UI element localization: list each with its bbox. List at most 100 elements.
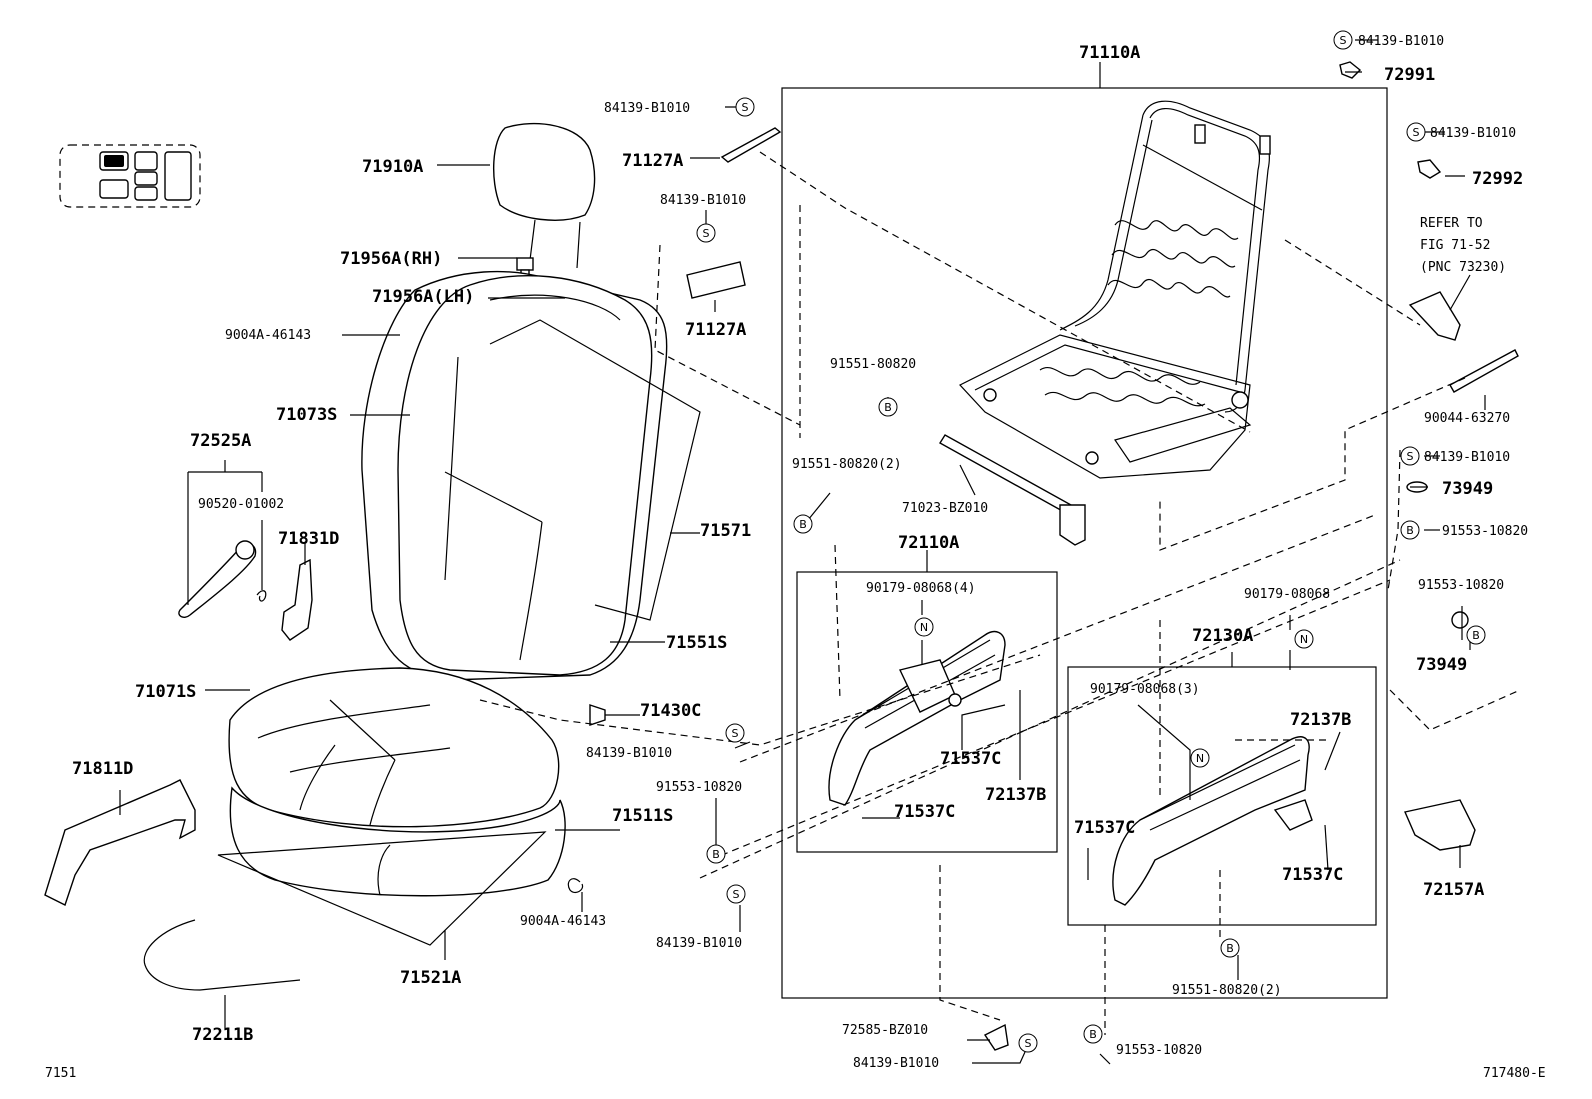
svg-text:B: B <box>1472 629 1480 642</box>
part-label-71537c: 71537C <box>1074 818 1135 838</box>
part-label-73949: 73949 <box>1416 655 1467 675</box>
part-label-84139-b1010: 84139-B1010 <box>660 193 746 208</box>
part-label-72110a: 72110A <box>898 533 959 553</box>
symbol-s-marker: S <box>696 223 716 243</box>
svg-text:B: B <box>884 401 892 414</box>
part-label-84139-b1010: 84139-B1010 <box>604 101 690 116</box>
svg-text:S: S <box>703 227 710 240</box>
part-label-91553-10820: 91553-10820 <box>1442 524 1528 539</box>
part-label-71511s: 71511S <box>612 806 673 826</box>
part-label-71110a: 71110A <box>1079 43 1140 63</box>
seat-shield-illustration <box>44 779 196 906</box>
dashed-guides <box>479 151 1521 1035</box>
svg-text:S: S <box>1413 126 1420 139</box>
part-label-71956a-rh: 71956A(RH) <box>340 249 442 269</box>
svg-text:B: B <box>1226 942 1234 955</box>
part-label-84139-b1010: 84139-B1010 <box>1430 126 1516 141</box>
part-label-71551s: 71551S <box>666 633 727 653</box>
cover-71127a-lower-illustration <box>686 261 746 299</box>
part-label-71127a: 71127A <box>622 151 683 171</box>
svg-text:B: B <box>799 518 807 531</box>
part-labels: 71110A 84139-B1010 72991 84139-B1010 711… <box>45 34 1546 1081</box>
part-label-72130a: 72130A <box>1192 626 1253 646</box>
part-label-71537c: 71537C <box>940 749 1001 769</box>
part-label-90179-08068: 90179-08068 <box>1244 587 1330 602</box>
part-label-91553-10820: 91553-10820 <box>656 780 742 795</box>
snap-ring-icon <box>256 590 267 602</box>
part-label-71521a: 71521A <box>400 968 461 988</box>
seat-track-left-illustration <box>828 630 1006 806</box>
seat-frame-box <box>781 87 1388 999</box>
part-label-71127a: 71127A <box>685 320 746 340</box>
seat-back-board-panel <box>489 319 701 621</box>
part-label-84139-b1010: 84139-B1010 <box>853 1056 939 1071</box>
symbol-n-marker: N <box>914 617 934 637</box>
refer-note-line3: (PNC 73230) <box>1420 260 1506 275</box>
symbol-b-marker: B <box>706 844 726 864</box>
bracket-72585-icon <box>983 1023 1009 1051</box>
figure-code: 7151 <box>45 1066 76 1081</box>
part-label-71537c: 71537C <box>894 802 955 822</box>
part-label-72211b: 72211B <box>192 1025 253 1045</box>
part-label-71430c: 71430C <box>640 701 701 721</box>
part-label-90520-01002: 90520-01002 <box>198 497 284 512</box>
part-label-71537c: 71537C <box>1282 865 1343 885</box>
cap-73949-lower-icon <box>1451 611 1469 629</box>
screw-icon <box>589 704 606 726</box>
part-label-91551-80820-qty2: 91551-80820(2) <box>1172 983 1282 998</box>
part-label-84139-b1010: 84139-B1010 <box>1424 450 1510 465</box>
recliner-cover-illustration <box>281 558 313 641</box>
symbol-b-marker: B <box>1220 938 1240 958</box>
wire-illustration <box>143 919 301 991</box>
recliner-cover-ref-illustration <box>1408 291 1461 341</box>
part-label-71023-bz010: 71023-BZ010 <box>902 501 988 516</box>
vehicle-locator-icon <box>59 144 201 208</box>
clip-72991-icon <box>1339 61 1362 79</box>
part-label-90179-08068-qty4: 90179-08068(4) <box>866 581 976 596</box>
symbol-s-marker: S <box>725 723 745 743</box>
clip-72992-icon <box>1417 159 1442 179</box>
part-label-9004a-46143: 9004A-46143 <box>225 328 311 343</box>
bar-bracket-illustration <box>1059 504 1086 546</box>
svg-text:N: N <box>1196 752 1204 765</box>
tie-band-illustration <box>1449 349 1519 393</box>
symbol-markers: S S S S S S S S B B B B B B B N N N <box>696 30 1486 1053</box>
svg-text:S: S <box>742 101 749 114</box>
part-label-71956a-lh: 71956A(LH) <box>372 287 474 307</box>
seat-back-illustration <box>361 270 668 681</box>
svg-text:B: B <box>712 848 720 861</box>
part-label-90044-63270: 90044-63270 <box>1424 411 1510 426</box>
symbol-b-marker: B <box>793 514 813 534</box>
hog-ring-lower <box>567 878 584 894</box>
symbol-b-marker: B <box>1466 625 1486 645</box>
part-label-73949: 73949 <box>1442 479 1493 499</box>
part-label-91551-80820-qty2: 91551-80820(2) <box>792 457 902 472</box>
svg-text:S: S <box>733 888 740 901</box>
svg-text:N: N <box>920 621 928 634</box>
symbol-b-marker: B <box>878 397 898 417</box>
headrest-illustration <box>492 122 596 269</box>
seat-tray-illustration <box>1404 799 1476 851</box>
part-label-9004a-46143: 9004A-46143 <box>520 914 606 929</box>
cushion-pad-panel <box>217 831 547 946</box>
symbol-b-marker: B <box>1400 520 1420 540</box>
part-label-84139-b1010: 84139-B1010 <box>586 746 672 761</box>
part-label-72992: 72992 <box>1472 169 1523 189</box>
part-label-72525a: 72525A <box>190 431 251 451</box>
part-label-91553-10820: 91553-10820 <box>1418 578 1504 593</box>
illustration-id: 717480-E <box>1483 1066 1546 1081</box>
part-label-91553-10820: 91553-10820 <box>1116 1043 1202 1058</box>
part-label-72585-bz010: 72585-BZ010 <box>842 1023 928 1038</box>
symbol-s-marker: S <box>1333 30 1353 50</box>
symbol-n-marker: N <box>1190 748 1210 768</box>
symbol-s-marker: S <box>1400 446 1420 466</box>
part-label-90179-08068-qty3: 90179-08068(3) <box>1090 682 1200 697</box>
part-label-71073s: 71073S <box>276 405 337 425</box>
seat-track-box-right <box>1067 666 1377 926</box>
symbol-s-marker: S <box>726 884 746 904</box>
part-label-71811d: 71811D <box>72 759 133 779</box>
part-label-84139-b1010: 84139-B1010 <box>656 936 742 951</box>
svg-text:N: N <box>1300 633 1308 646</box>
refer-note-line2: FIG 71-52 <box>1420 238 1490 253</box>
